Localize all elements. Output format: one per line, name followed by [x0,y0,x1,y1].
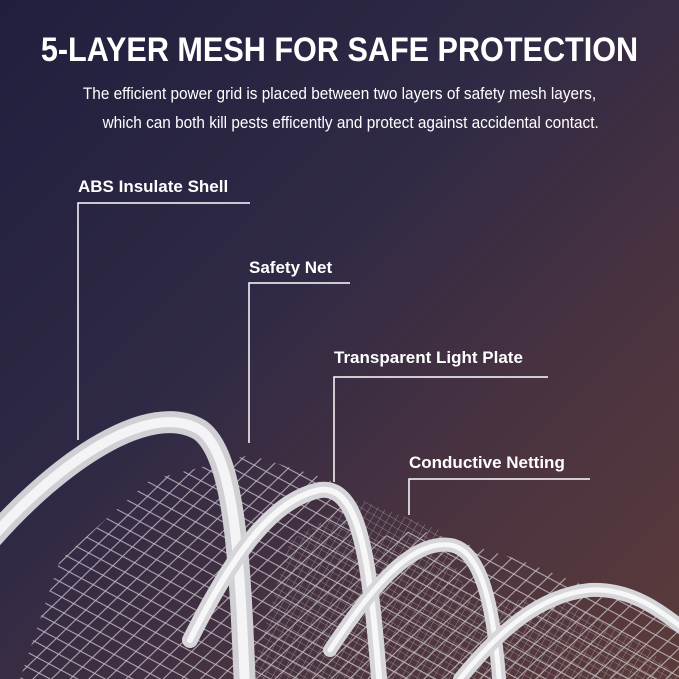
callout-line-conductive [408,478,590,515]
description-line-1: The efficient power grid is placed betwe… [82,85,597,103]
callout-transparent-light-plate: Transparent Light Plate [334,348,523,367]
callout-abs-insulate-shell: ABS Insulate Shell [78,177,229,196]
callout-line-safety-net [248,282,350,443]
conductive-netting-frame-highlight [457,587,679,679]
callout-safety-net: Safety Net [249,258,333,277]
description-line-2: which can both kill pests efficently and… [102,114,599,132]
callout-line-light-plate [333,376,548,482]
light-plate-frame-highlight [327,542,502,679]
callout-line-abs [77,202,250,440]
headline: 5-LAYER MESH FOR SAFE PROTECTION [40,31,639,69]
callout-lines [77,202,590,515]
abs-shell-frame-highlight [0,417,250,679]
callout-conductive-netting: Conductive Netting [409,453,565,472]
